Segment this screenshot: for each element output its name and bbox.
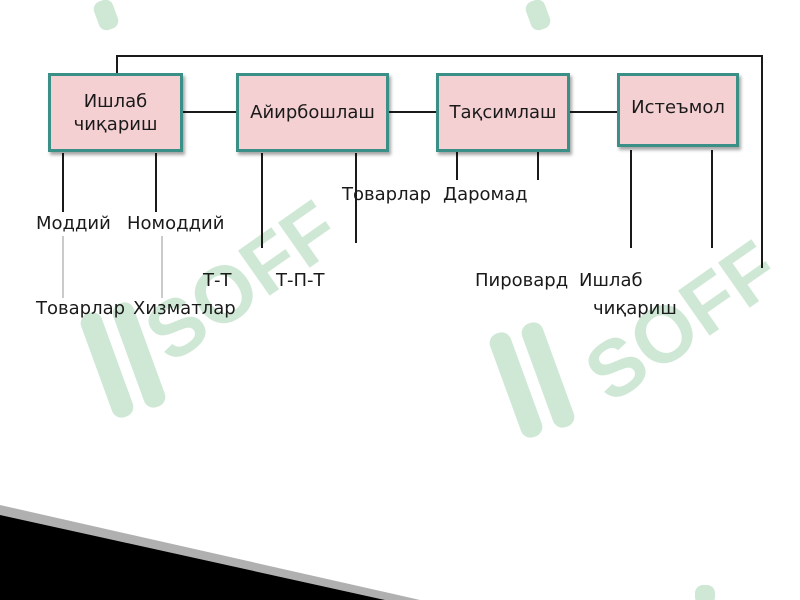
box-distribution: Тақсимлаш — [436, 73, 570, 152]
label-final: Пировард — [475, 270, 569, 291]
watermark-shape — [80, 312, 134, 418]
box-consumption: Истеъмол — [617, 73, 739, 147]
label-services: Хизматлар — [133, 298, 236, 319]
watermark-shape — [521, 322, 575, 428]
label-income: Даромад — [443, 184, 528, 205]
box-production: Ишлаб чиқариш — [48, 73, 183, 152]
watermark-shape — [695, 585, 715, 600]
watermark-shape — [525, 0, 551, 31]
label-goods-mid: Товарлар — [342, 184, 432, 205]
watermark-shape — [93, 0, 119, 31]
label-t-p-t: Т-П-Т — [276, 270, 325, 291]
watermark-logo: SOFF — [569, 224, 795, 419]
label-production-consumption: Ишлаб — [579, 270, 643, 291]
watermark-shape — [489, 332, 543, 438]
label-t-t: Т-Т — [203, 270, 232, 291]
label-goods-left: Товарлар — [36, 298, 126, 319]
label-production-consumption-2: чиқариш — [593, 298, 677, 319]
decorative-wedge-dark — [0, 515, 385, 600]
label-nonmaterial: Номоддий — [127, 213, 225, 234]
label-material: Моддий — [36, 213, 111, 234]
decorative-wedge-light — [0, 505, 420, 600]
box-exchange: Айирбошлаш — [236, 73, 389, 152]
